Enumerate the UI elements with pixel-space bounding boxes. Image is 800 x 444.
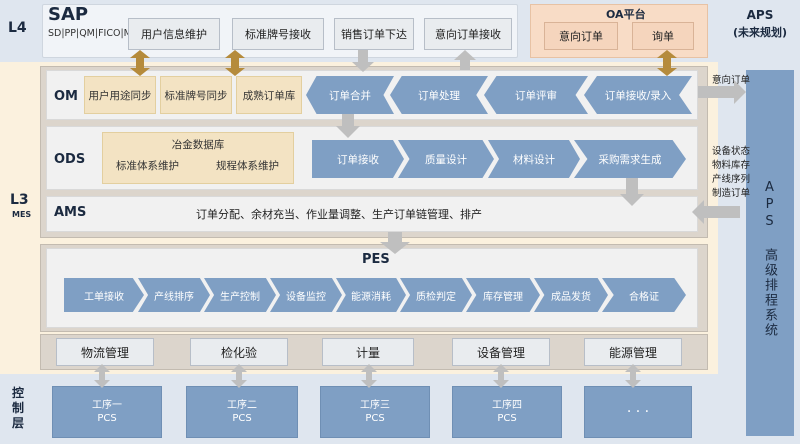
aps-label-material-stock: 物料库存: [712, 160, 751, 171]
ods-chevron-material-design: 材料设计: [488, 140, 580, 178]
pes-chevron-device-monitor: 设备监控: [270, 278, 342, 312]
double-arrow-pcs-3: [361, 364, 377, 388]
oa-box-intent-order: 意向订单: [544, 22, 618, 50]
pcs-sub: PCS: [497, 413, 517, 424]
pes-chevron-certificate: 合格证: [602, 278, 686, 312]
arrow-ams-to-pes: [380, 232, 410, 254]
om-chevron-order-process: 订单处理: [390, 76, 488, 114]
support-lab-test: 检化验: [190, 338, 288, 366]
double-arrow-pcs-2: [231, 364, 247, 388]
ods-db-title: 冶金数据库: [171, 139, 225, 151]
ams-row: [46, 196, 698, 232]
om-chevron-order-merge: 订单合并: [306, 76, 394, 114]
pes-chevron-energy: 能源消耗: [336, 278, 406, 312]
arrow-om-to-ods: [336, 114, 360, 138]
pes-chevron-work-order: 工单接收: [64, 278, 144, 312]
om-chevron-order-review: 订单评审: [484, 76, 588, 114]
double-arrow-pcs-4: [493, 364, 509, 388]
ams-label: AMS: [54, 205, 87, 220]
layer-label-mes: MES: [12, 210, 32, 219]
support-logistics: 物流管理: [56, 338, 154, 366]
pcs-name: 工序二: [227, 400, 257, 411]
ams-text: 订单分配、余材充当、作业量调整、生产订单链管理、排产: [196, 208, 482, 221]
pcs-box-1: 工序一 PCS: [52, 386, 162, 438]
om-box-grade-sync: 标准牌号同步: [160, 76, 232, 114]
support-energy: 能源管理: [584, 338, 682, 366]
pes-chevron-production-control: 生产控制: [204, 278, 276, 312]
layer-label-l3: L3: [10, 192, 29, 208]
sap-box-sales-order: 销售订单下达: [334, 18, 414, 50]
double-arrow-standard-grade: [225, 50, 245, 76]
aps-bar-label: APS 高级排程系统: [762, 180, 777, 338]
oa-box-inquiry: 询单: [632, 22, 694, 50]
aps-bar: APS 高级排程系统: [746, 70, 794, 436]
double-arrow-pcs-1: [94, 364, 110, 388]
ods-label: ODS: [54, 152, 86, 167]
double-arrow-oa-inquiry: [657, 50, 677, 76]
pcs-sub: PCS: [365, 413, 385, 424]
pes-label: PES: [362, 252, 390, 267]
sap-subtitle: SD|PP|QM|FICO|MM: [48, 28, 141, 39]
ods-chevron-order-receive: 订单接收: [312, 140, 404, 178]
arrow-om-to-aps: [698, 80, 746, 104]
pcs-name: · · ·: [626, 403, 650, 420]
pcs-box-more: · · ·: [584, 386, 692, 438]
pes-chevron-inventory: 库存管理: [466, 278, 540, 312]
double-arrow-pcs-5: [625, 364, 641, 388]
ods-metallurgy-db: 冶金数据库: [102, 132, 294, 184]
pcs-box-3: 工序三 PCS: [320, 386, 430, 438]
pcs-box-2: 工序二 PCS: [186, 386, 298, 438]
layer-label-l4: L4: [8, 20, 27, 36]
arrow-ods-to-ams: [620, 178, 644, 206]
aps-label-intent-order: 意向订单: [712, 75, 751, 86]
sap-box-intent-order: 意向订单接收: [424, 18, 512, 50]
om-box-usage-sync: 用户用途同步: [84, 76, 156, 114]
sap-box-standard-grade: 标准牌号接收: [232, 18, 324, 50]
om-chevron-order-receive: 订单接收/录入: [584, 76, 692, 114]
aps-subtitle: (未来规划): [732, 26, 788, 39]
pes-chevron-shipping: 成品发货: [534, 278, 608, 312]
double-arrow-user-info: [130, 50, 150, 76]
om-label: OM: [54, 89, 78, 104]
arrow-intent-order-up: [454, 50, 476, 70]
layer-label-control: 控制层: [12, 386, 25, 430]
pcs-name: 工序四: [492, 400, 522, 411]
sap-box-user-info: 用户信息维护: [128, 18, 220, 50]
aps-label-device-status: 设备状态: [712, 146, 751, 157]
ods-chevron-quality-design: 质量设计: [398, 140, 494, 178]
pes-chevron-line-sort: 产线排序: [138, 278, 210, 312]
ods-db-item-standard: 标准体系维护: [116, 160, 179, 172]
pcs-sub: PCS: [232, 413, 252, 424]
arrow-sales-order-down: [352, 50, 374, 72]
om-box-mature-order-lib: 成熟订单库: [236, 76, 302, 114]
support-equipment: 设备管理: [452, 338, 550, 366]
ods-chevron-purchase-demand: 采购需求生成: [574, 140, 686, 178]
arrow-aps-to-ams: [692, 200, 740, 224]
aps-label-manufacturing-order: 制造订单: [712, 188, 751, 199]
aps-title: APS: [746, 8, 774, 22]
ods-db-item-procedure: 规程体系维护: [216, 160, 279, 172]
aps-label-line-sequence: 产线序列: [712, 174, 751, 185]
pcs-name: 工序三: [360, 400, 390, 411]
sap-title: SAP: [48, 4, 89, 25]
pes-chevron-quality-judge: 质检判定: [400, 278, 472, 312]
pcs-sub: PCS: [97, 413, 117, 424]
oa-title: OA平台: [606, 8, 646, 21]
pcs-name: 工序一: [92, 400, 122, 411]
pcs-box-4: 工序四 PCS: [452, 386, 562, 438]
